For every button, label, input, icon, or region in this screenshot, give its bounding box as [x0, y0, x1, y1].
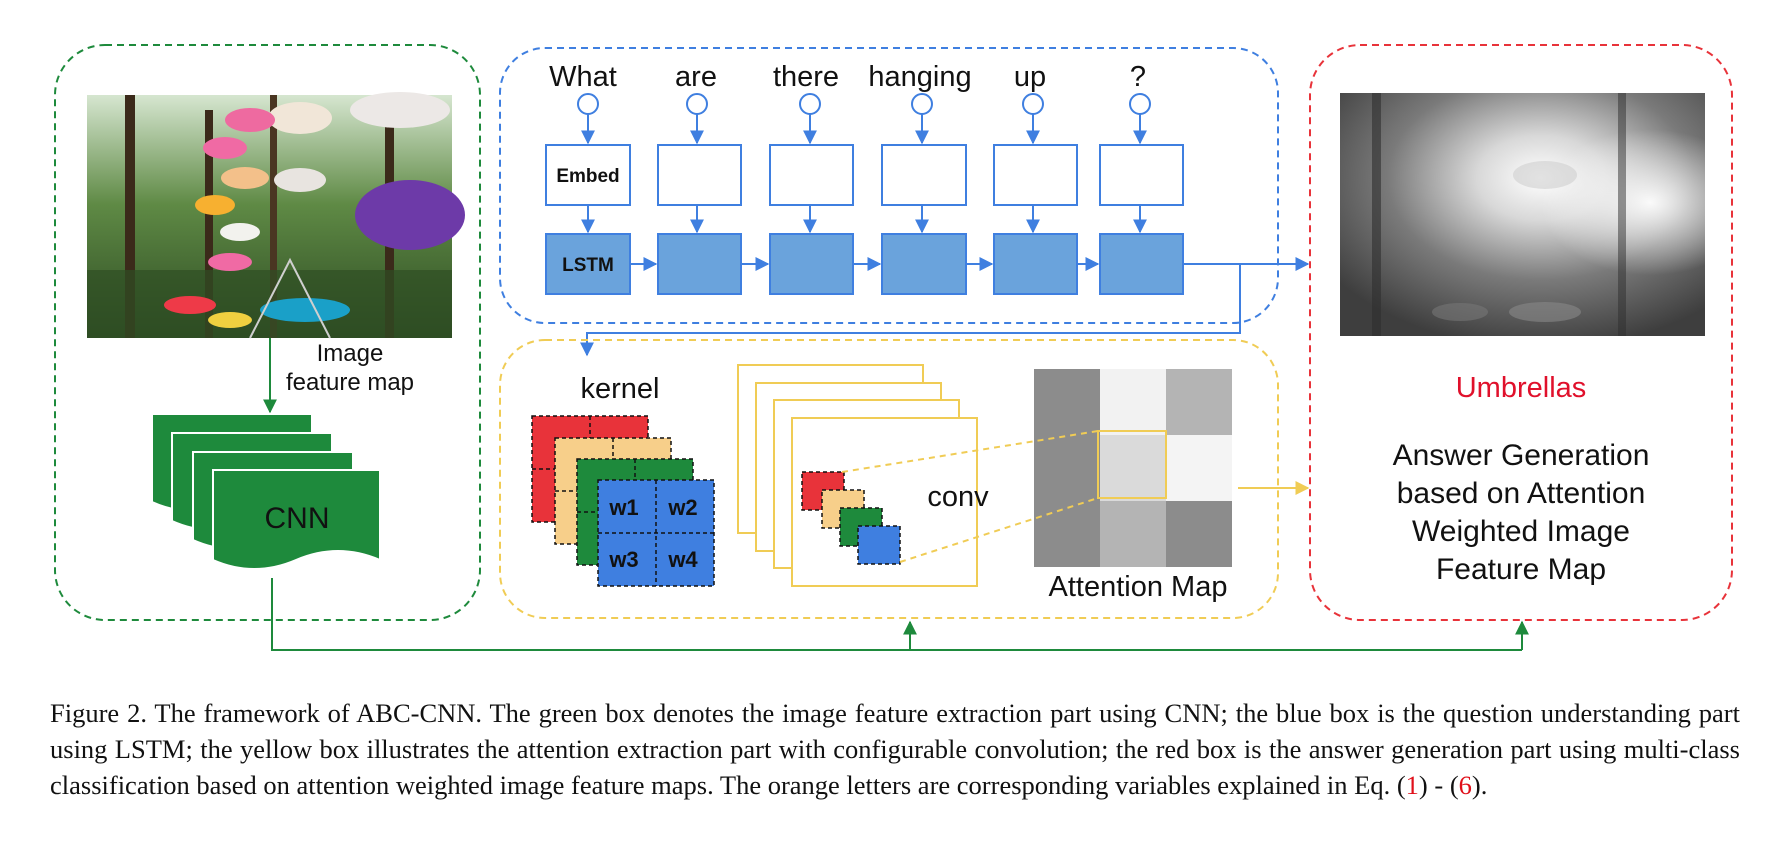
question-word-2: are — [675, 61, 717, 93]
attention-panel-border — [499, 339, 1279, 619]
embed-label: Embed — [556, 166, 619, 187]
framework-diagram: Image feature map CNN What are there han… — [54, 44, 1733, 651]
attention-cell — [1100, 369, 1166, 435]
embed-to-lstm-arrows — [581, 205, 1147, 234]
caption-mid: ) - ( — [1418, 770, 1459, 800]
kernel-stack — [531, 415, 715, 587]
attention-map-highlight — [1097, 430, 1167, 499]
question-word-6: ? — [1130, 61, 1146, 93]
cnn-feature-connector — [271, 578, 1529, 651]
kernel-weights: w1 w2 w3 w4 — [608, 495, 698, 572]
caption-end: ). — [1471, 770, 1488, 800]
cnn-feature-stack — [151, 413, 381, 570]
attention-cell — [1100, 501, 1166, 567]
attention-cell — [1034, 369, 1100, 435]
caption-eq-ref-1[interactable]: 1 — [1405, 770, 1419, 800]
image-label-line2: feature map — [286, 369, 414, 396]
answer-desc-line1: Answer Generation — [1393, 439, 1650, 472]
attention-cell — [1034, 435, 1100, 501]
cnn-label: CNN — [265, 502, 330, 535]
input-nodes — [577, 93, 1151, 115]
conv-to-map-guides — [841, 430, 1099, 563]
answer-desc-line2: based on Attention — [1397, 477, 1646, 510]
weight-w4: w4 — [667, 547, 698, 572]
answer-description: Answer Generation based on Attention Wei… — [1393, 439, 1650, 586]
weight-w1: w1 — [608, 495, 638, 520]
question-words: What are there hanging up ? — [549, 61, 1146, 93]
question-word-1: What — [549, 61, 617, 93]
image-feature-panel-border — [54, 44, 481, 621]
image-label-line1: Image — [317, 340, 384, 367]
caption-text: Figure 2. The framework of ABC-CNN. The … — [50, 698, 1740, 800]
answer-desc-line3: Weighted Image — [1412, 515, 1630, 548]
answer-panel-border — [1309, 44, 1733, 621]
weight-w3: w3 — [608, 547, 638, 572]
weight-w2: w2 — [667, 495, 697, 520]
question-word-4: hanging — [868, 61, 971, 93]
lstm-label: LSTM — [562, 255, 614, 276]
embed-boxes — [545, 144, 1184, 206]
answer-text: Umbrellas — [1456, 372, 1587, 404]
kernel-label: kernel — [581, 373, 660, 405]
attention-map-label: Attention Map — [1049, 571, 1228, 603]
question-word-5: up — [1014, 61, 1046, 93]
attention-map — [1034, 369, 1232, 567]
conv-kernel-cubes — [801, 471, 901, 565]
attention-cell — [1166, 369, 1232, 435]
attention-weighted-photo — [1340, 93, 1705, 336]
answer-desc-line4: Feature Map — [1436, 553, 1606, 586]
lstm-chain-arrows — [580, 257, 1310, 357]
question-panel-border — [499, 47, 1279, 324]
node-to-embed-arrows — [581, 114, 1147, 145]
figure-caption: Figure 2. The framework of ABC-CNN. The … — [50, 695, 1740, 803]
conv-label: conv — [927, 481, 989, 513]
caption-eq-ref-6[interactable]: 6 — [1458, 770, 1472, 800]
input-photo-umbrellas — [87, 92, 465, 339]
attention-cell — [1100, 435, 1166, 501]
attention-cell — [1166, 501, 1232, 567]
attention-cell — [1166, 435, 1232, 501]
question-word-3: there — [773, 61, 839, 93]
attention-cell — [1034, 501, 1100, 567]
